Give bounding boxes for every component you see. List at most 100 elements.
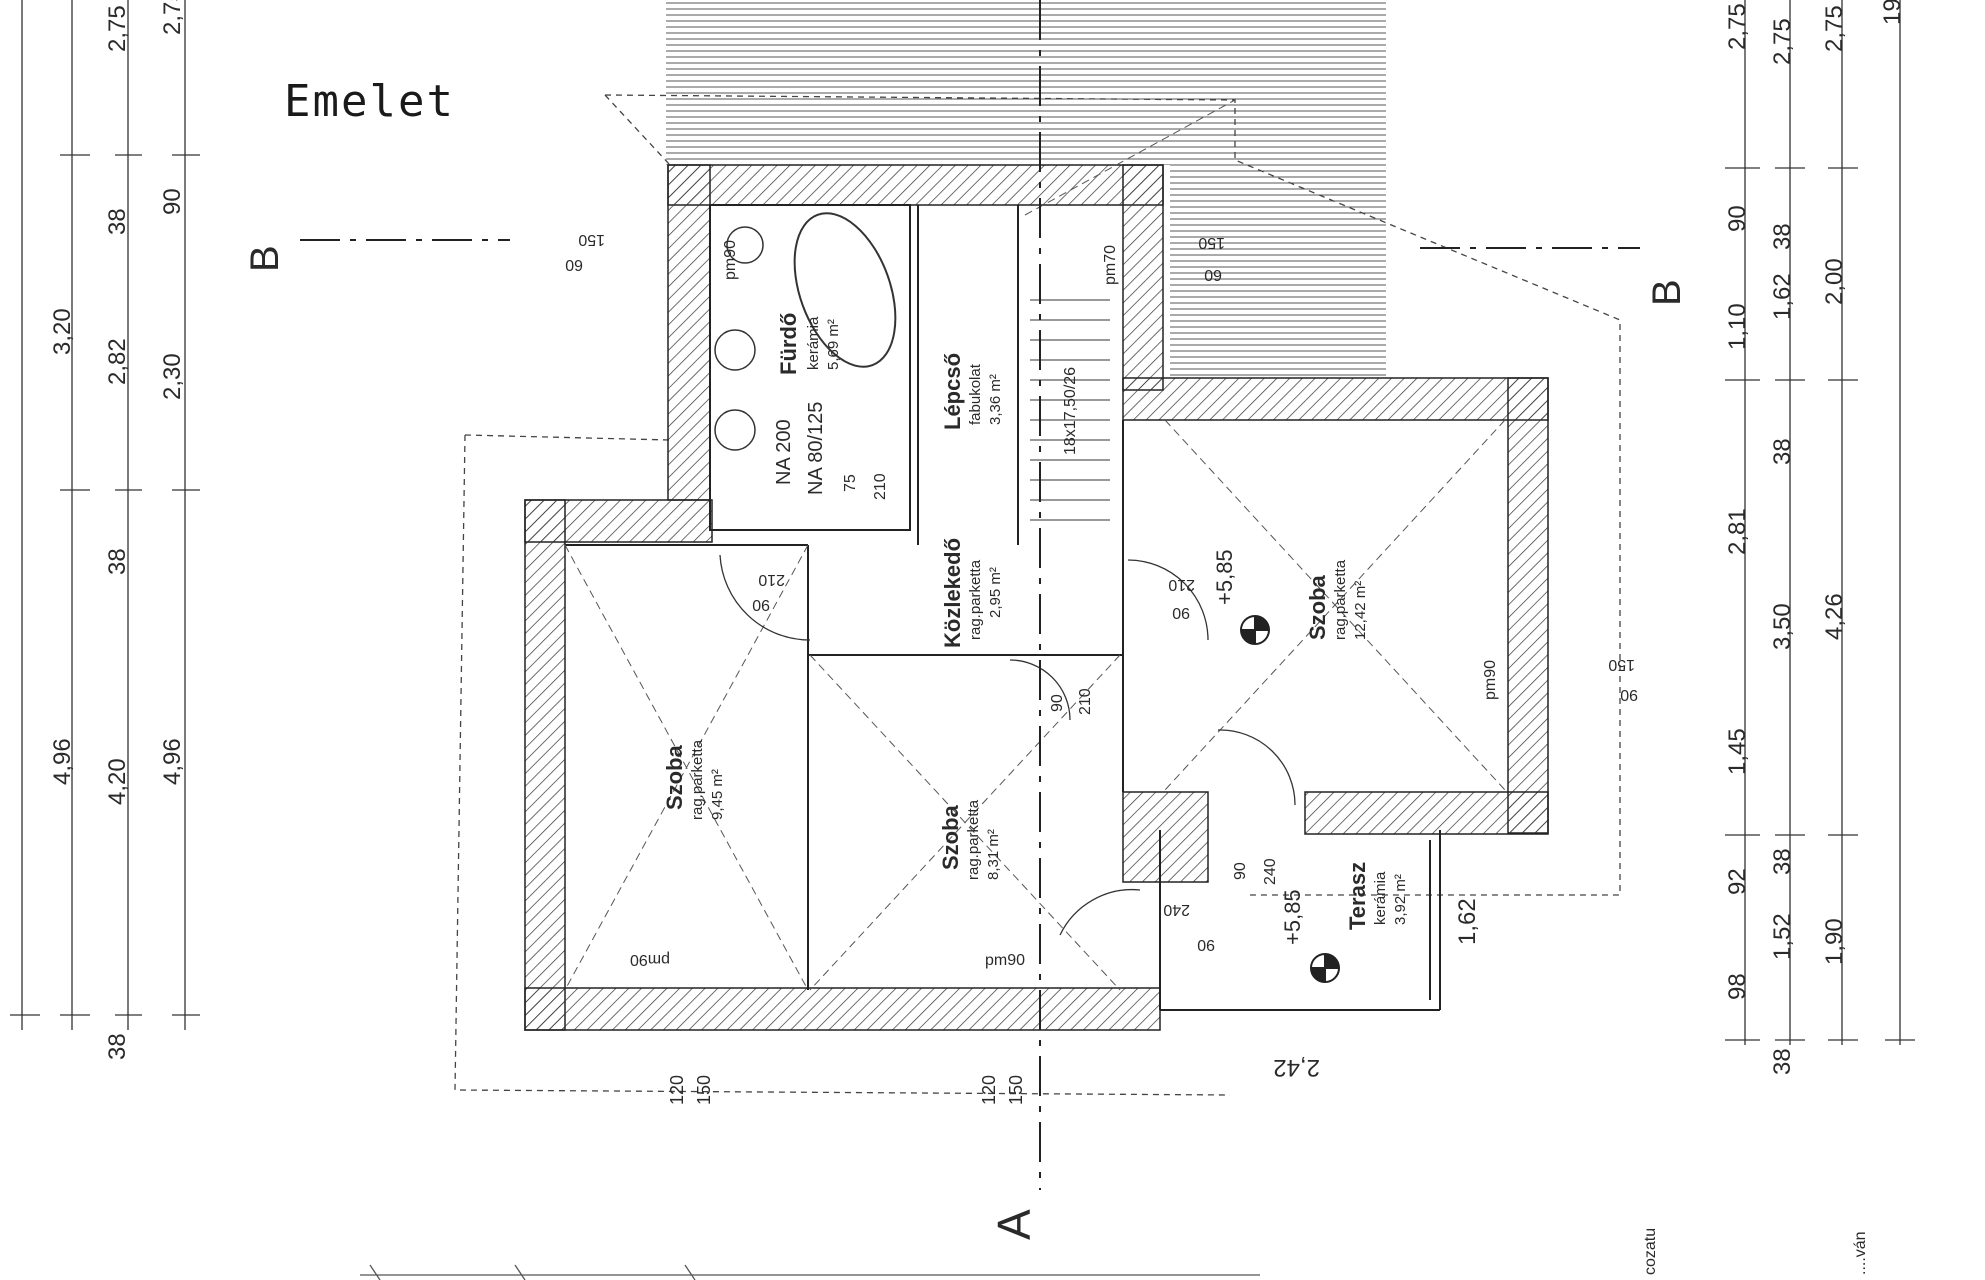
room-area-kozlekedo: 2,95 m² [987,567,1004,618]
room-labels: Fürdő kerámia 5,69 m² Lépcső fabukolat 3… [662,313,1409,930]
sink-1 [714,329,756,371]
dim-l3-90: 90 [159,188,186,215]
dim-r3-275: 2,75 [1821,5,1848,52]
dim-l2-38b: 38 [104,208,131,235]
dim-b-150a: 150 [694,1075,714,1105]
room-floor-terasz: kerámia [1372,871,1389,925]
exterior-walls [524,164,1549,1031]
dim-r4-19: 19 [1879,0,1906,25]
label-door-90e: 90 [1232,862,1249,880]
label-win-90: 90 [1620,686,1638,703]
dim-l1-496: 4,96 [49,738,76,785]
dim-r3-190: 1,90 [1821,918,1848,965]
dim-r1-110: 1,10 [1724,303,1751,350]
dim-r2-38a: 38 [1769,1048,1796,1075]
room-area-szoba-3: 8,31 m² [985,829,1002,880]
dim-r2-162: 1,62 [1769,273,1796,320]
corner-mark-2: ....ván [1852,1231,1869,1275]
dim-r2-350: 3,50 [1769,603,1796,650]
label-bath-window: pm90 [722,240,739,280]
left-dimension-labels: 4,96 3,20 4,20 38 2,82 38 38 2,75 4,96 2… [49,0,186,1060]
dim-r1-90: 90 [1724,205,1751,232]
dim-l3-275: 2,75 [159,0,186,35]
label-win-150c: 150 [1608,656,1635,673]
corner-mark-1: cozatu [1642,1228,1659,1275]
dim-r2-38d: 38 [1769,223,1796,250]
dim-r1-98: 98 [1724,973,1751,1000]
dim-l2-38a: 38 [104,548,131,575]
label-door-210a: 210 [872,473,889,500]
label-win-150a: 150 [578,231,605,248]
dim-l2-420: 4,20 [104,758,131,805]
room-area-szoba-2: 9,45 m² [709,769,726,820]
dim-r3-426: 4,26 [1821,593,1848,640]
door-swings [719,554,1296,936]
dim-r2-152: 1,52 [1769,913,1796,960]
left-dimension-lines [10,0,200,1030]
dim-r1-281: 2,81 [1724,508,1751,555]
room-name-terasz: Terasz [1345,862,1370,930]
label-level-1: +5,85 [1212,549,1237,605]
room-floor-szoba-2: rag.parketta [689,739,706,820]
inner-labels: NA 200 NA 80/125 pm90 pm70 18x17,50/26 p… [565,231,1638,1081]
plan-title: Emelet [284,76,455,127]
label-szoba1-window: pm90 [1482,660,1499,700]
room-diagonals [564,99,1506,991]
section-a: A [988,1209,1040,1240]
room-floor-szoba-3: rag.parketta [965,799,982,880]
room-name-szoba-1: Szoba [1305,574,1330,640]
room-floor-lepcso: fabukolat [967,363,984,425]
dim-l3-230: 2,30 [159,353,186,400]
dim-b-120b: 120 [979,1075,999,1105]
label-door-240b: 240 [1163,901,1190,918]
room-area-szoba-1: 12,42 m² [1352,581,1369,640]
room-name-lepcso: Lépcső [940,353,965,430]
bottom-tick-line [360,1264,1260,1280]
label-szoba2-window: pm90 [630,951,670,968]
label-win-60a: 60 [565,256,583,273]
dim-r2-38c: 38 [1769,438,1796,465]
section-b-left: B [243,245,287,272]
roof-shading [666,0,1386,380]
dim-b-120a: 120 [667,1075,687,1105]
room-name-furdo: Fürdő [776,313,801,375]
right-dimension-labels: 98 92 1,45 2,81 1,10 90 2,75 38 1,52 38 … [1724,0,1906,1075]
room-floor-kozlekedo: rag.parketta [967,559,984,640]
dim-l2-38c: 38 [104,1033,131,1060]
interior-walls [565,204,1441,1011]
label-door-90c: 90 [1049,694,1066,712]
label-dim-162: 1,62 [1454,898,1481,945]
label-door-75: 75 [842,474,859,492]
label-win-60b: 60 [1204,266,1222,283]
bathtub [793,212,897,368]
dim-r2-38b: 38 [1769,848,1796,875]
dim-r1-92: 92 [1724,868,1751,895]
room-area-lepcso: 3,36 m² [987,374,1004,425]
room-area-terasz: 3,92 m² [1392,874,1409,925]
label-na80: NA 80/125 [805,402,827,495]
dim-r1-275: 2,75 [1724,3,1751,50]
label-door-210c: 210 [1168,576,1195,593]
dim-r2-275: 2,75 [1769,18,1796,65]
label-szoba3-window: pm90 [985,952,1025,969]
room-floor-szoba-1: rag.parketta [1332,559,1349,640]
label-na200: NA 200 [773,419,795,485]
roof-outline [454,94,1621,1096]
label-door-210d: 210 [1077,688,1094,715]
label-dim-242: 2,42 [1273,1054,1320,1081]
label-door-210b: 210 [758,571,785,588]
room-floor-furdo: kerámia [805,316,822,370]
dim-r1-145: 1,45 [1724,728,1751,775]
toilet [726,226,764,264]
right-dimension-lines [1725,0,1915,1045]
label-door-90d: 90 [1197,936,1215,953]
room-name-szoba-3: Szoba [938,804,963,870]
dim-l3-496: 4,96 [159,738,186,785]
room-name-kozlekedo: Közlekedő [940,538,965,648]
dim-l2-275: 2,75 [104,5,131,52]
label-level-2: +5,85 [1280,889,1305,945]
bottom-dimension-labels: 120 150 120 150 [667,1075,1026,1105]
label-stair-window: pm70 [1102,245,1119,285]
label-door-240a: 240 [1262,858,1279,885]
